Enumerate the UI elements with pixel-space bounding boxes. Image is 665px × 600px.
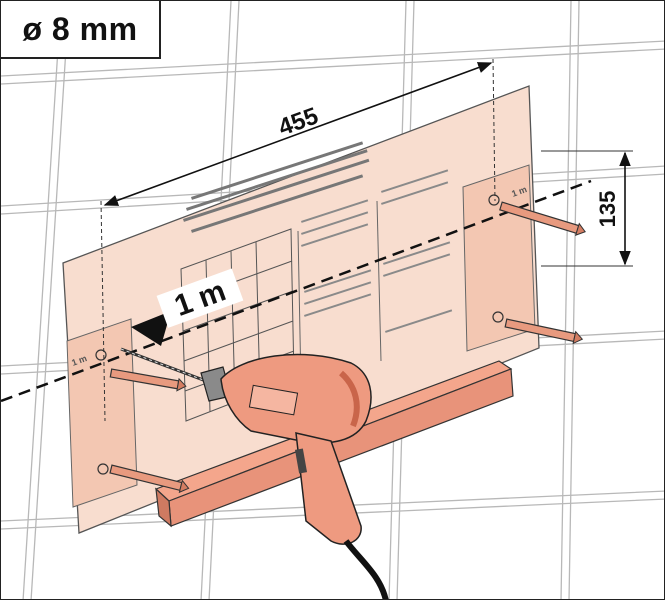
drill-icon <box>120 347 389 599</box>
wall-plug-icon <box>109 368 187 392</box>
level-marker-icon <box>131 311 171 346</box>
level-label-small-left: 1 m <box>70 353 88 368</box>
wall-plug-icon <box>109 464 190 494</box>
wall-plug-icon <box>499 201 586 236</box>
level-line <box>1 179 592 403</box>
level-label-small-right: 1 m <box>510 184 528 199</box>
dimension-width-label: 455 <box>275 102 322 141</box>
drill-diameter-label-box: ø 8 mm <box>1 1 161 59</box>
dimension-height: 135 <box>541 150 633 267</box>
wall-plug-icon <box>504 318 584 345</box>
drill-diameter-label: ø 8 mm <box>22 10 138 47</box>
dimension-height-label: 135 <box>595 191 620 228</box>
wall-plugs <box>109 201 586 494</box>
